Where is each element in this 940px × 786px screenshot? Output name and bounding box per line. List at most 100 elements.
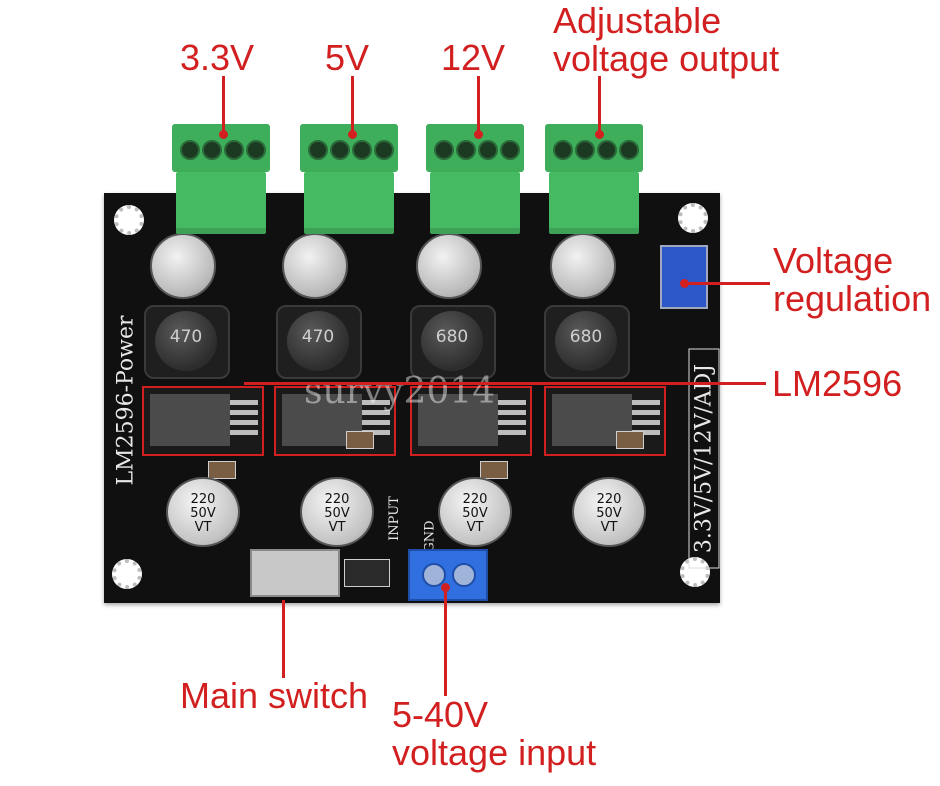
terminal-bottom [430, 172, 520, 234]
cap-brand: VT [600, 520, 618, 535]
output-terminal-12v[interactable] [426, 124, 524, 234]
terminal-screw [202, 140, 222, 160]
input-screw [452, 563, 476, 587]
input-terminal[interactable] [408, 549, 488, 601]
board-name: LM2596-Power [113, 315, 139, 486]
output-terminal-adjustable[interactable] [545, 124, 643, 234]
ic-pin [362, 430, 390, 435]
capacitor-220uf: 220 50V VT [166, 477, 240, 547]
terminal-screw [374, 140, 394, 160]
output-terminal-5v[interactable] [300, 124, 398, 234]
leader-line-main-switch [282, 600, 285, 678]
ic-pin [362, 410, 390, 415]
lm2596-ic [410, 386, 532, 456]
cap-value: 220 [324, 492, 350, 507]
leader-line-adjustable [598, 76, 601, 132]
label-adjustable-line1: Adjustable [553, 0, 722, 41]
label-voltage-input-line2: voltage input [392, 731, 597, 773]
inductor-core [287, 311, 349, 371]
leader-line-3v3 [222, 76, 225, 132]
terminal-bottom [304, 172, 394, 234]
leader-line-5v [351, 76, 354, 132]
mounting-hole [114, 205, 144, 235]
cap-value: 220 [462, 492, 488, 507]
lm2596-ic [544, 386, 666, 456]
watermark: survy2014 [304, 371, 496, 412]
terminal-screw [224, 140, 244, 160]
capacitor-470uf [282, 233, 348, 299]
label-main-switch: Main switch [180, 675, 369, 716]
label-adjustable-line2: voltage output [553, 37, 780, 79]
ic-pin [362, 420, 390, 425]
label-5v: 5V [325, 37, 370, 78]
smd-component [480, 461, 508, 479]
ic-pin [498, 400, 526, 405]
output-terminal-3v3[interactable] [172, 124, 270, 234]
ic-pin [362, 400, 390, 405]
main-switch[interactable] [250, 549, 340, 597]
ic-pin [498, 410, 526, 415]
label-voltage-regulation: Voltage regulation [773, 242, 931, 318]
inductor: 470 [276, 305, 362, 379]
ic-pin [230, 420, 258, 425]
terminal-screw [180, 140, 200, 160]
label-adjustable: Adjustable voltage output [553, 2, 779, 78]
cap-voltage: 50V [324, 506, 350, 521]
cap-brand: VT [328, 520, 346, 535]
ic-pin [230, 400, 258, 405]
inductor-label: 470 [169, 327, 203, 347]
ic-pin [498, 430, 526, 435]
cap-voltage: 50V [462, 506, 488, 521]
ic-pin [632, 410, 660, 415]
smd-component [616, 431, 644, 449]
smd-component [208, 461, 236, 479]
terminal-screw [597, 140, 617, 160]
leader-dot-voltage-input [441, 583, 450, 592]
capacitor-470uf [550, 233, 616, 299]
cap-label: 220 50V VT [574, 493, 644, 535]
lm2596-ic [142, 386, 264, 456]
input-screw [422, 563, 446, 587]
label-voltage-regulation-line2: regulation [773, 277, 932, 319]
capacitor-220uf: 220 50V VT [438, 477, 512, 547]
cap-label: 220 50V VT [440, 493, 510, 535]
terminal-screw [330, 140, 350, 160]
cap-value: 220 [190, 492, 216, 507]
mounting-hole [680, 557, 710, 587]
inductor-label: 680 [569, 327, 603, 347]
leader-dot-3v3 [219, 130, 228, 139]
cap-brand: VT [466, 520, 484, 535]
terminal-screw [352, 140, 372, 160]
terminal-screw [619, 140, 639, 160]
label-voltage-input-line1: 5-40V [392, 694, 489, 735]
label-lm2596: LM2596 [772, 363, 903, 404]
terminal-screw [434, 140, 454, 160]
cap-label: 220 50V VT [302, 493, 372, 535]
label-voltage-regulation-line1: Voltage [773, 240, 894, 281]
inductor-core [555, 311, 617, 371]
terminal-screw [478, 140, 498, 160]
ic-pin [632, 420, 660, 425]
leader-dot-voltage-regulation [680, 279, 689, 288]
mounting-hole [112, 559, 142, 589]
ic-pin [632, 430, 660, 435]
inductor: 680 [410, 305, 496, 379]
terminal-screw [308, 140, 328, 160]
inductor-core [155, 311, 217, 371]
inductor-label: 680 [435, 327, 469, 347]
ic-pin [230, 410, 258, 415]
leader-line-voltage-input [444, 588, 447, 696]
mounting-hole [678, 203, 708, 233]
leader-dot-adjustable [595, 130, 604, 139]
pcb-board: LM2596-Power 3.3V/5V/12V/ADJ INPUT GND 4… [104, 193, 720, 603]
label-12v: 12V [441, 37, 506, 78]
terminal-screw [575, 140, 595, 160]
input-diode [344, 559, 390, 587]
potentiometer[interactable] [660, 245, 708, 309]
terminal-screw [500, 140, 520, 160]
capacitor-220uf: 220 50V VT [300, 477, 374, 547]
smd-component [346, 431, 374, 449]
ic-pin [230, 430, 258, 435]
cap-value: 220 [596, 492, 622, 507]
input-silk: INPUT [386, 496, 402, 541]
